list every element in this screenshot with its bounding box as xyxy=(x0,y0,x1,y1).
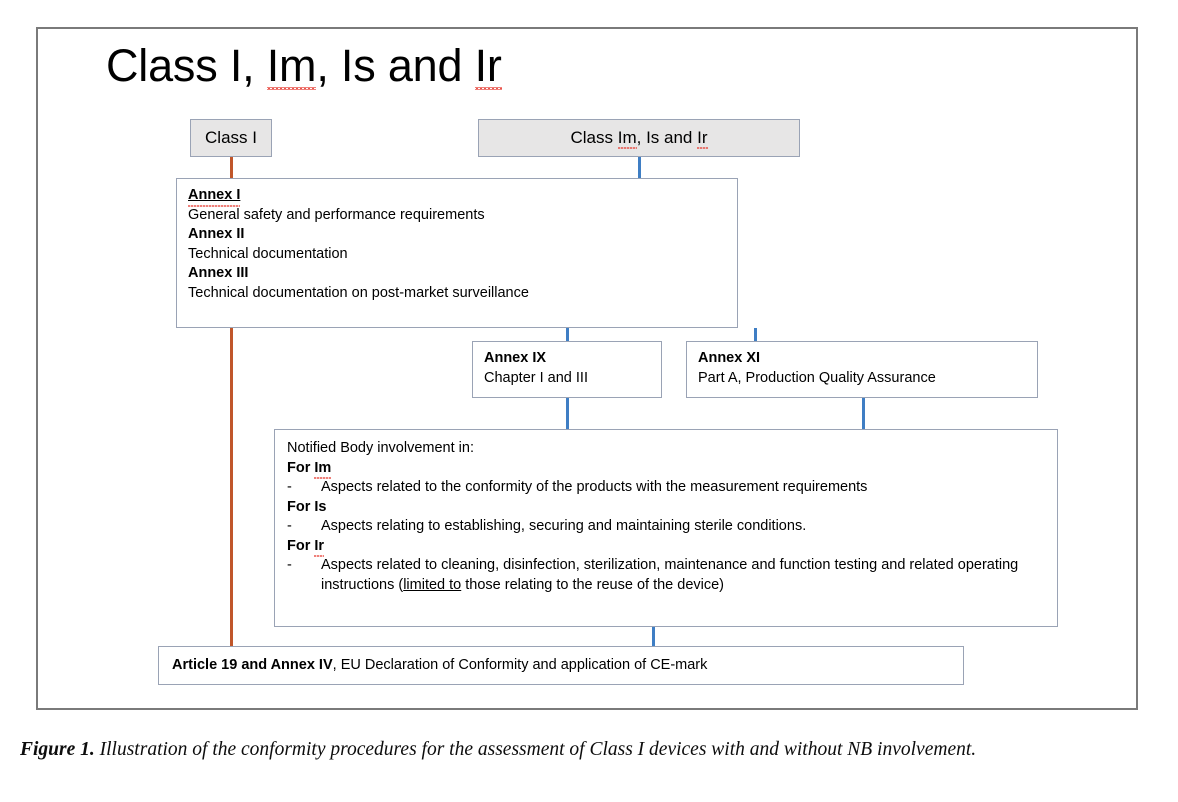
bullet-text: Aspects related to cleaning, disinfectio… xyxy=(321,556,1045,595)
annex-iii-body: Technical documentation on post-market s… xyxy=(188,284,529,301)
node-article-19-annex-iv[interactable]: Article 19 and Annex IV, EU Declaration … xyxy=(158,646,964,685)
label-segment-3: , Is and xyxy=(636,128,698,148)
label-segment-im: Im xyxy=(617,128,637,149)
annex-i-heading: Annex I xyxy=(188,186,241,206)
title-segment-3: , Is and xyxy=(316,40,475,91)
figure-caption-label: Figure 1. xyxy=(20,739,95,760)
bullet-text: Aspects related to the conformity of the… xyxy=(321,479,868,495)
for-ir-word: Ir xyxy=(314,537,324,557)
title-segment-1: Class I, xyxy=(106,40,267,91)
notified-body-group-heading-im: For Im xyxy=(287,459,1045,479)
node-annex-xi-body: Annex XI Part A, Production Quality Assu… xyxy=(687,342,1037,395)
annex-xi-body-text: Part A, Production Quality Assurance xyxy=(698,369,936,386)
notified-body-group-heading-ir: For Ir xyxy=(287,537,1045,557)
for-im-prefix: For xyxy=(287,459,315,476)
bullet-dash: - xyxy=(287,479,292,495)
node-class-im-is-ir-label: Class Im, Is and Ir xyxy=(570,128,708,149)
node-class-i[interactable]: Class I xyxy=(190,119,272,157)
figure-caption-text: Illustration of the conformity procedure… xyxy=(94,739,977,760)
notified-body-bullet-is: - Aspects relating to establishing, secu… xyxy=(287,517,1045,537)
annex-ix-heading: Annex IX xyxy=(484,350,547,366)
connector-notified-body-to-article-19 xyxy=(652,627,655,647)
bullet-text-after: those relating to the reuse of the devic… xyxy=(461,576,725,593)
article-19-rest-part: , EU Declaration of Conformity and appli… xyxy=(332,657,708,673)
annex-xi-heading: Annex XI xyxy=(698,350,761,366)
node-class-im-is-ir[interactable]: Class Im, Is and Ir xyxy=(478,119,800,157)
for-im-word: Im xyxy=(314,459,331,479)
node-annexes-body: Annex I General safety and performance r… xyxy=(177,179,737,310)
connector-annex-xi-to-notified-body xyxy=(862,398,865,430)
connector-annexes-to-article-19 xyxy=(230,328,233,647)
label-segment-1: Class xyxy=(570,128,618,148)
connector-annexes-to-annex-ix xyxy=(566,328,569,342)
annex-ix-body-text: Chapter I and III xyxy=(484,369,588,386)
diagram-canvas: Class I, Im, Is and Ir Class I Class Im,… xyxy=(38,29,1136,708)
article-19-bold-part: Article 19 and Annex IV xyxy=(172,657,333,673)
node-annex-xi[interactable]: Annex XI Part A, Production Quality Assu… xyxy=(686,341,1038,398)
connector-class-im-is-ir-to-annexes xyxy=(638,157,641,179)
for-ir-prefix: For xyxy=(287,537,315,554)
connector-class-i-to-annexes xyxy=(230,157,233,179)
figure-frame: Class I, Im, Is and Ir Class I Class Im,… xyxy=(36,27,1138,710)
notified-body-bullet-im: - Aspects related to the conformity of t… xyxy=(287,478,1045,498)
node-notified-body-body: Notified Body involvement in: For Im - A… xyxy=(275,430,1057,604)
node-notified-body-involvement[interactable]: Notified Body involvement in: For Im - A… xyxy=(274,429,1058,627)
title-segment-im: Im xyxy=(266,40,317,91)
node-annexes-i-ii-iii[interactable]: Annex I General safety and performance r… xyxy=(176,178,738,328)
bullet-dash: - xyxy=(287,557,292,573)
bullet-text: Aspects relating to establishing, securi… xyxy=(321,518,807,534)
annex-ii-heading: Annex II xyxy=(188,226,245,242)
label-segment-ir: Ir xyxy=(697,128,708,149)
notified-body-group-heading-is: For Is xyxy=(287,498,327,515)
bullet-dash: - xyxy=(287,518,292,534)
notified-body-intro: Notified Body involvement in: xyxy=(287,440,474,456)
notified-body-bullet-ir: - Aspects related to cleaning, disinfect… xyxy=(287,556,1045,595)
title-segment-ir: Ir xyxy=(474,40,502,91)
connector-annexes-to-annex-xi xyxy=(754,328,757,342)
bullet-text-underlined: limited to xyxy=(403,576,462,593)
figure-caption: Figure 1. Illustration of the conformity… xyxy=(20,735,1160,765)
bullet-text-before: Aspects related to cleaning, disinfectio… xyxy=(321,557,1019,593)
node-class-i-label: Class I xyxy=(205,128,257,148)
node-annex-ix[interactable]: Annex IX Chapter I and III xyxy=(472,341,662,398)
annex-i-body: General safety and performance requireme… xyxy=(188,206,485,223)
node-annex-ix-body: Annex IX Chapter I and III xyxy=(473,342,661,395)
annex-ii-body: Technical documentation xyxy=(188,245,348,262)
connector-annex-ix-to-notified-body xyxy=(566,398,569,430)
node-article-19-body: Article 19 and Annex IV, EU Declaration … xyxy=(159,647,963,683)
diagram-title: Class I, Im, Is and Ir xyxy=(106,40,502,91)
annex-iii-heading: Annex III xyxy=(188,265,249,281)
